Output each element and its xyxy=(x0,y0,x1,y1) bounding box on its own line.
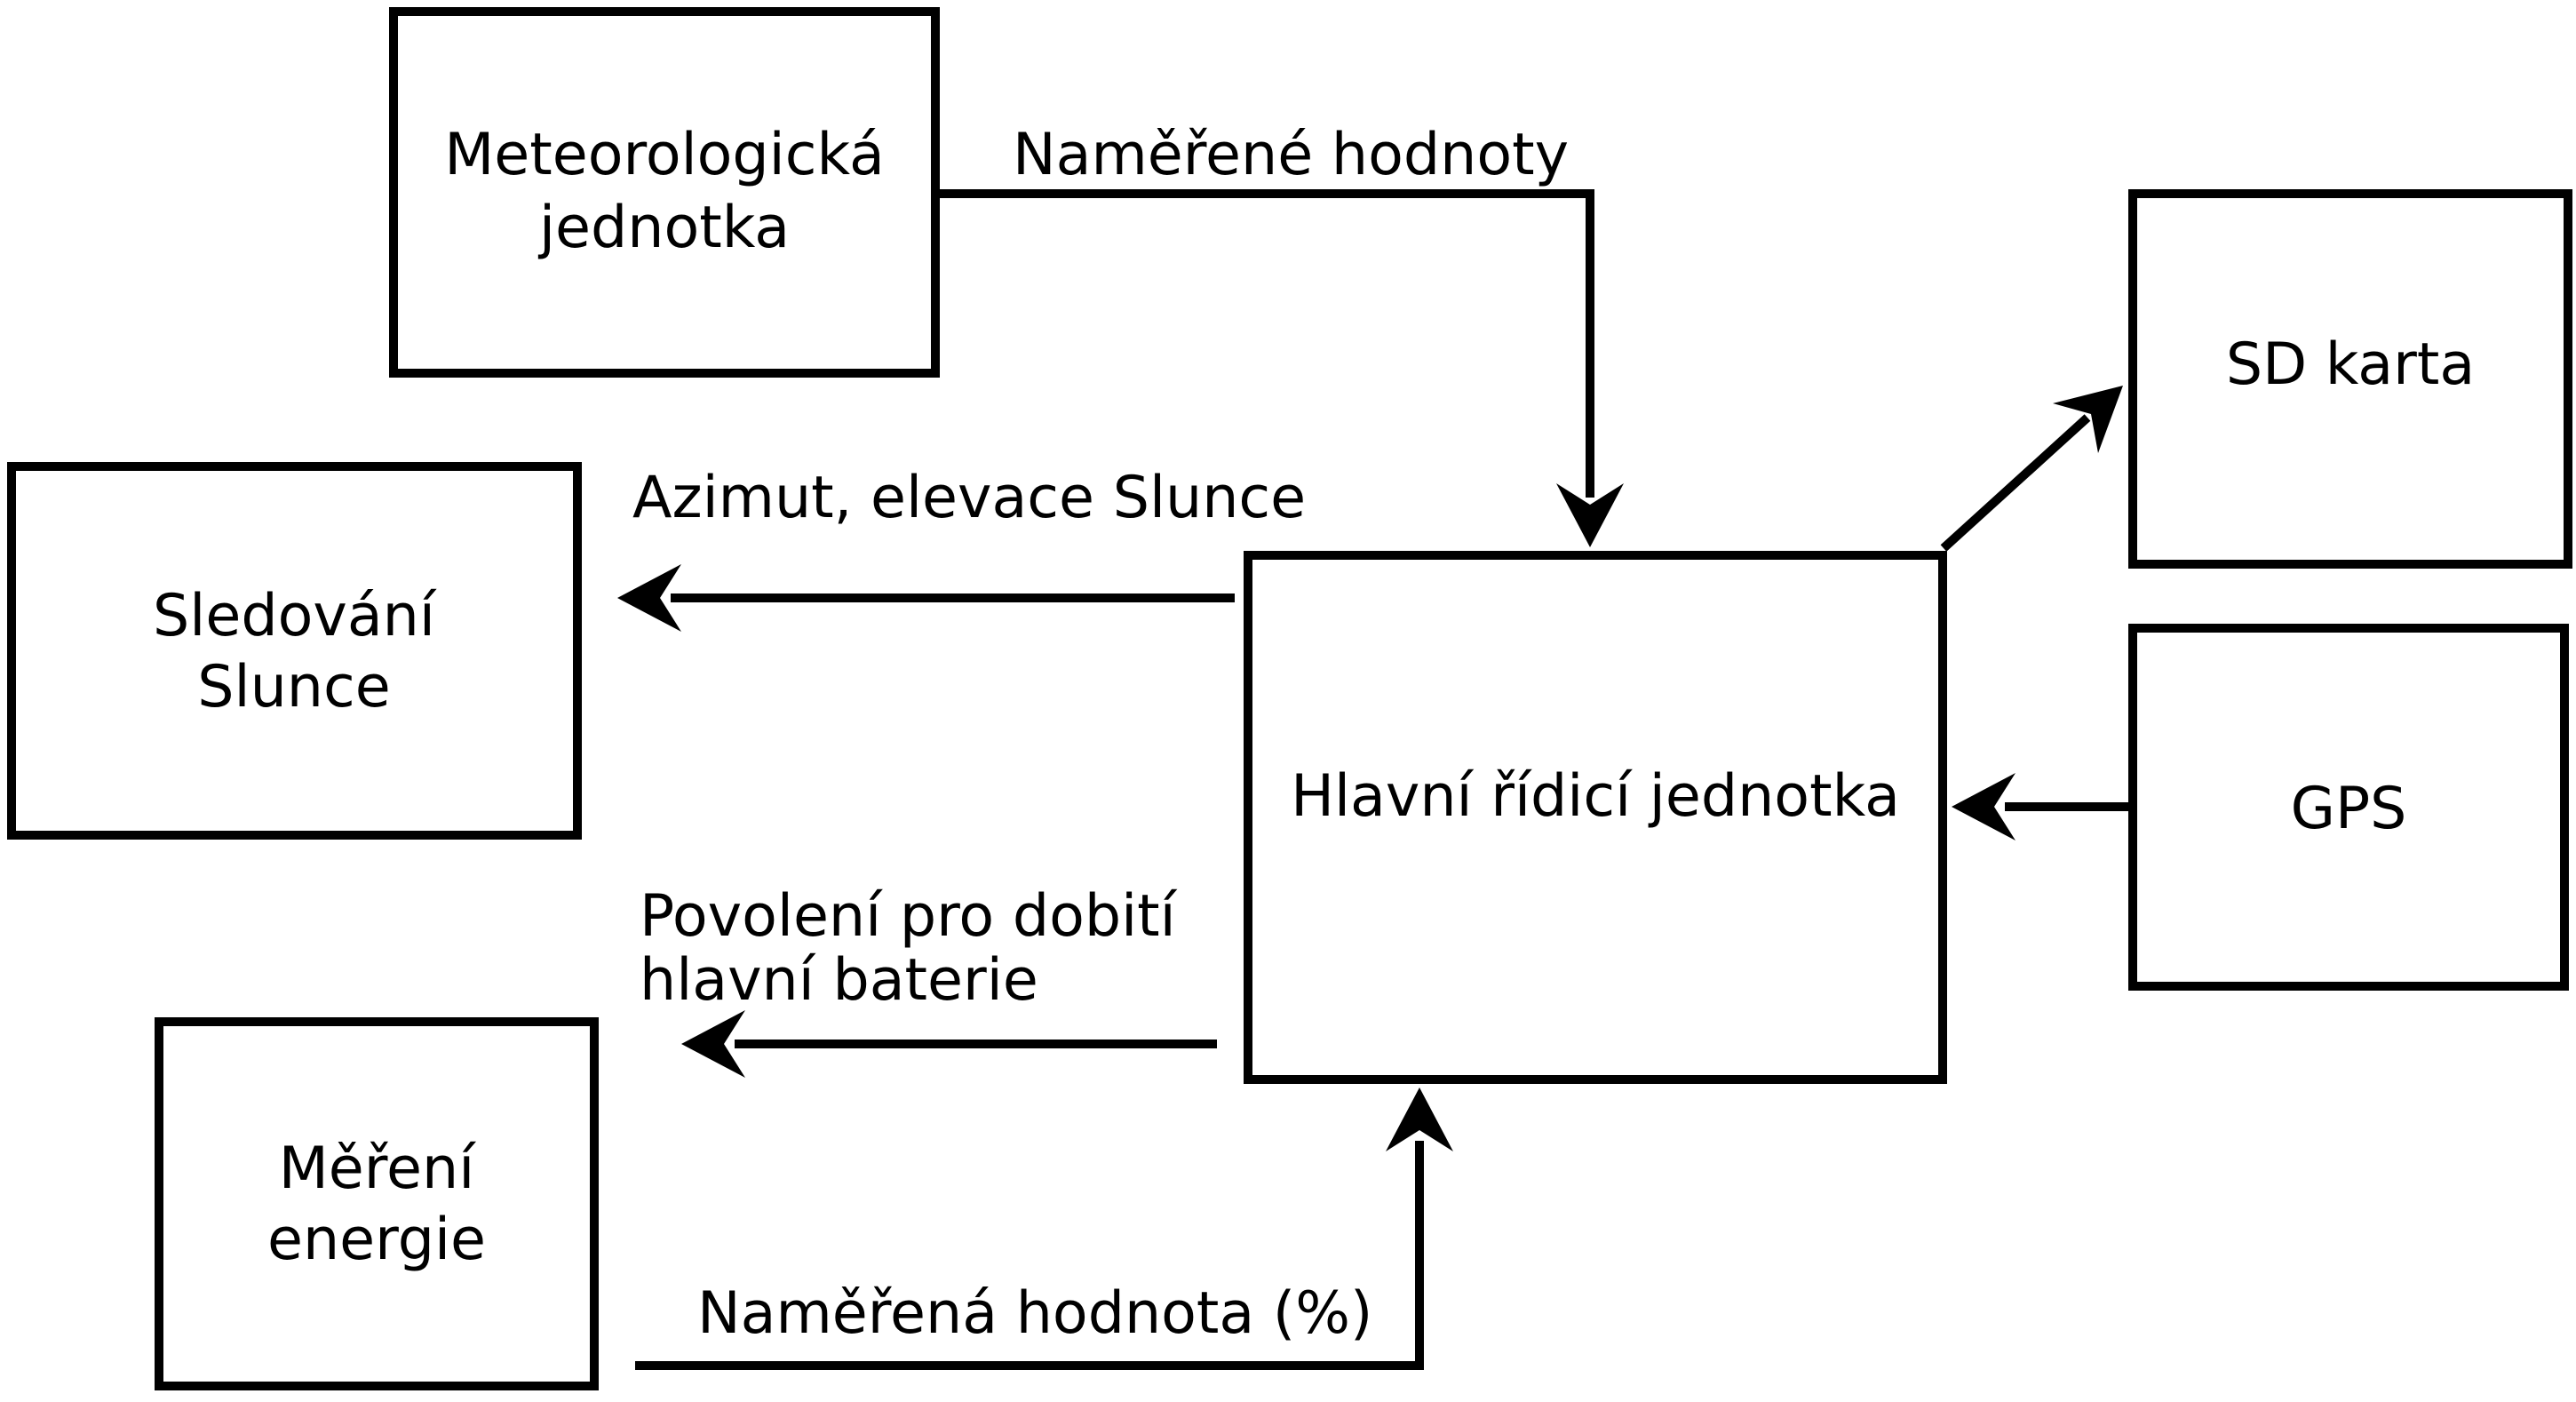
edge-measured-values: Naměřené hodnoty xyxy=(940,122,1624,547)
node-main-control-unit: Hlavní řídicí jednotka xyxy=(1244,551,1947,1084)
charge-enable-label-line1: Povolení pro dobití xyxy=(640,883,1178,950)
sd-card-box xyxy=(2128,189,2572,569)
arrowhead-left-icon xyxy=(617,564,681,632)
node-gps: GPS xyxy=(2128,624,2569,991)
edge-measured-percentage: Naměřená hodnota (%) xyxy=(635,1087,1453,1370)
measured-percentage-line xyxy=(635,1141,1424,1370)
measured-values-label: Naměřené hodnoty xyxy=(1013,122,1569,188)
energy-measurement-label-line2: energie xyxy=(267,1207,486,1273)
edge-charge-enable: Povolení pro dobití hlavní baterie xyxy=(640,883,1217,1078)
edge-sun-azimuth-elevation: Azimut, elevace Slunce xyxy=(617,465,1306,632)
sun-tracking-label-line2: Slunce xyxy=(197,654,390,721)
sd-card-label: SD karta xyxy=(2226,331,2475,398)
sun-tracking-label-line1: Sledování xyxy=(153,583,437,649)
meteorological-unit-label-line2: jednotka xyxy=(537,195,790,261)
energy-measurement-label-line1: Měření xyxy=(279,1135,477,1202)
gps-label: GPS xyxy=(2291,776,2407,842)
arrowhead-up-right-icon xyxy=(2053,386,2123,453)
measured-percentage-label: Naměřená hodnota (%) xyxy=(697,1280,1372,1347)
main-control-unit-box xyxy=(1244,551,1947,1084)
energy-measurement-box xyxy=(155,1017,599,1390)
main-control-unit-label: Hlavní řídicí jednotka xyxy=(1291,763,1900,830)
node-meteorological-unit: Meteorologická jednotka xyxy=(389,7,940,378)
gps-box xyxy=(2128,624,2569,991)
arrowhead-down-icon xyxy=(1556,483,1624,547)
edge-log-to-sd-card xyxy=(1940,386,2123,552)
log-to-sd-card-line xyxy=(1940,414,2091,552)
edge-gps-data xyxy=(1952,773,2128,840)
meteorological-unit-box xyxy=(389,7,940,378)
arrowhead-up-icon xyxy=(1386,1087,1453,1151)
node-energy-measurement: Měření energie xyxy=(155,1017,599,1390)
arrowhead-left-icon xyxy=(681,1010,745,1078)
charge-enable-label-line2: hlavní baterie xyxy=(640,947,1038,1014)
node-sun-tracking: Sledování Slunce xyxy=(7,462,582,840)
measured-values-line xyxy=(940,189,1594,498)
sun-tracking-box xyxy=(7,462,582,840)
sun-azimuth-elevation-label: Azimut, elevace Slunce xyxy=(632,465,1306,531)
node-sd-card: SD karta xyxy=(2128,189,2572,569)
meteorological-unit-label-line1: Meteorologická xyxy=(444,122,885,188)
arrowhead-left-icon xyxy=(1952,773,2015,840)
